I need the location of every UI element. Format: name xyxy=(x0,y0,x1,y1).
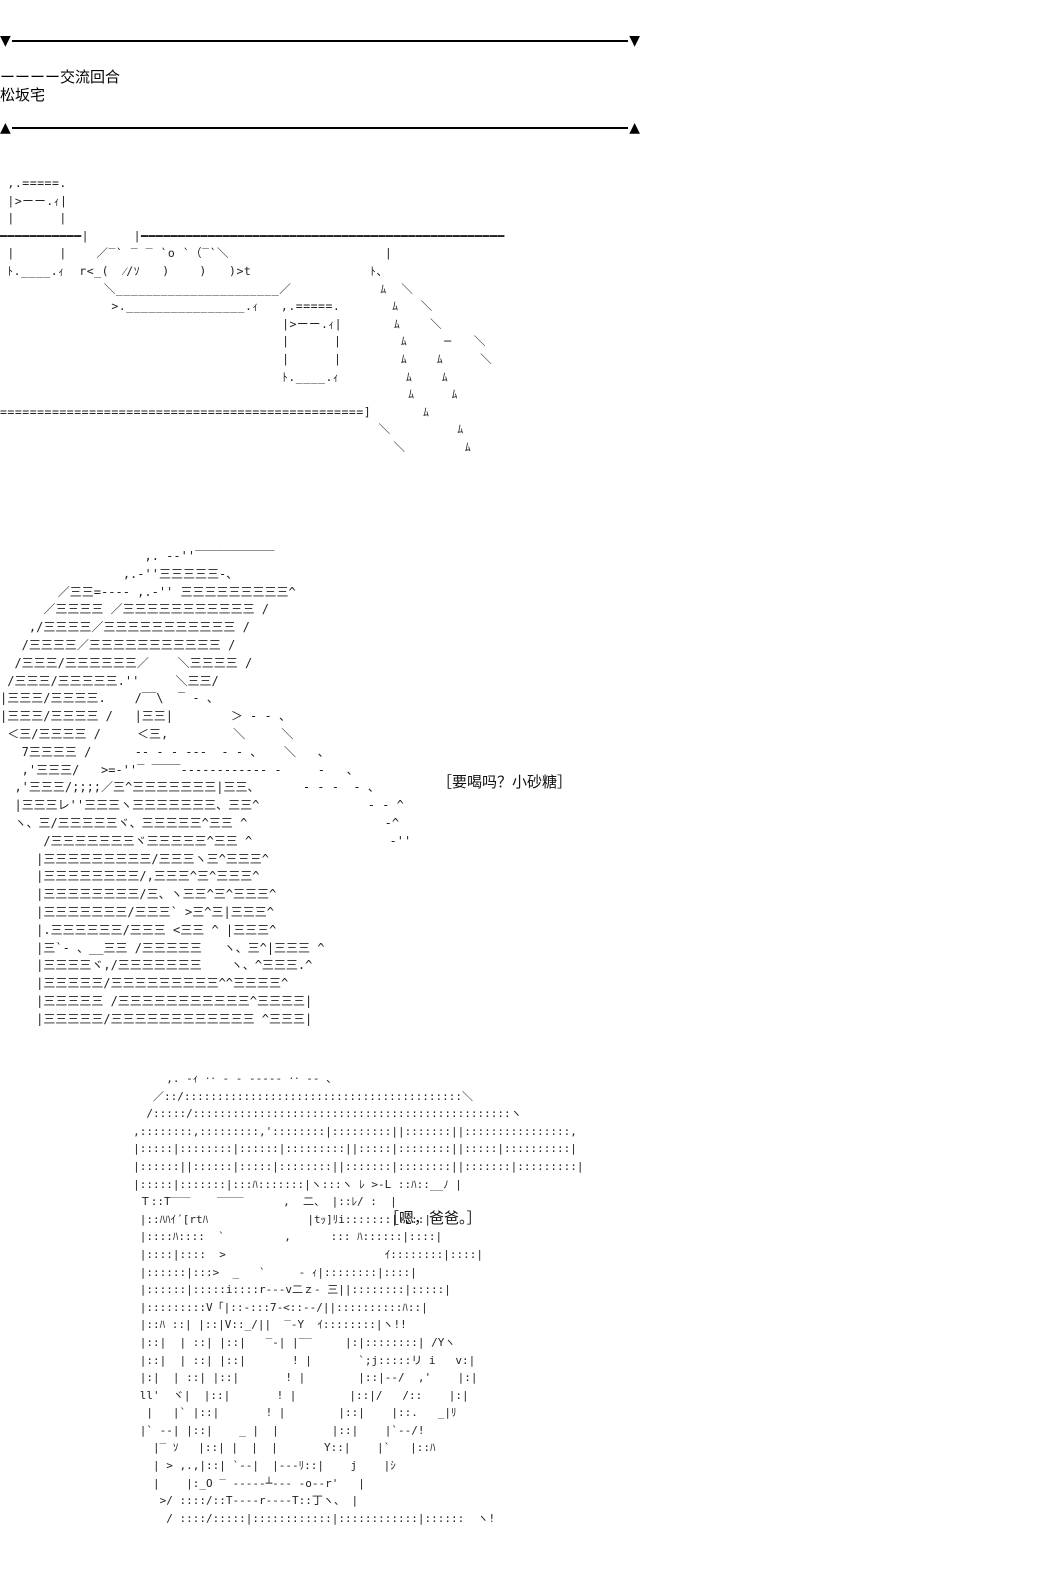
mother-ascii-art: ,. -‐''‾‾‾‾‾‾‾‾‾‾‾ ,.-''三三三三三‐、 ／三三=----… xyxy=(0,549,412,1026)
up-triangle-icon: ▲ xyxy=(0,120,11,136)
separator-bottom: ▲ ▲ xyxy=(0,121,640,135)
down-triangle-icon: ▼ xyxy=(629,33,640,49)
kitchen-ascii-art: ,.=====. |>ーー.ｨ| | | ━━━━━━━━━━━| |━━━━━… xyxy=(0,176,505,454)
down-triangle-icon: ▼ xyxy=(0,33,11,49)
location-label: 松坂宅 xyxy=(0,86,46,104)
daughter-ascii-art: ,. -ｨ ‥ - ‐ ‐‐‐‐‐ ‥ -‐ 、 ／::/:::::::::::… xyxy=(133,1072,584,1525)
separator-line xyxy=(12,40,628,42)
up-triangle-icon: ▲ xyxy=(629,120,640,136)
separator-top: ▼ ▼ xyxy=(0,34,640,48)
mother-dialogue: ［要喝吗？小砂糖］ xyxy=(437,774,573,791)
separator-line xyxy=(12,127,628,129)
daughter-dialogue: ［嗯，爸爸。］ xyxy=(384,1210,482,1227)
scene-title: ーーーー交流回合 xyxy=(0,68,121,86)
